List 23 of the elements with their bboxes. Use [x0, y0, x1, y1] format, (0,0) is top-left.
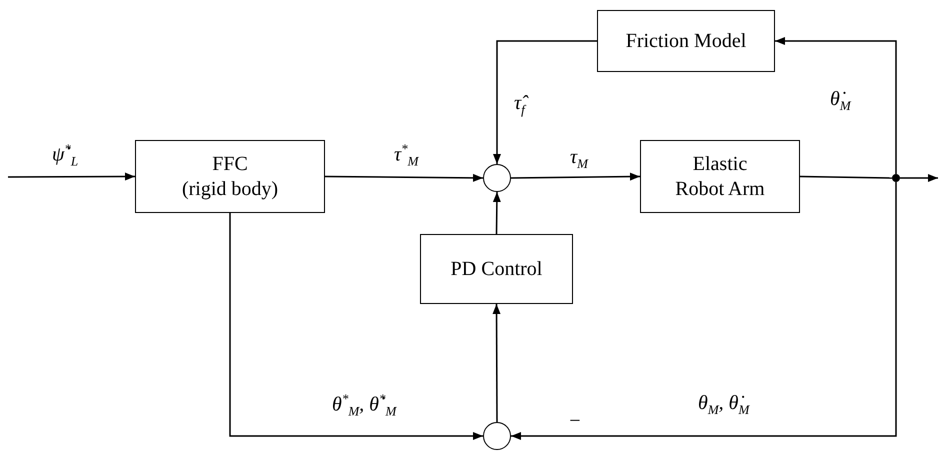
- signal-arrow: [493, 40, 597, 164]
- signal-arrow: [775, 37, 897, 174]
- signal-arrow: [492, 304, 501, 422]
- process-block: [597, 10, 775, 72]
- signal-arrow: [511, 182, 897, 440]
- process-block: [640, 140, 800, 213]
- signal-label: τ̂$_{f}$: [512, 92, 527, 118]
- signal-arrow: [8, 172, 135, 181]
- signal-arrow: [325, 174, 483, 182]
- process-block: [135, 140, 325, 213]
- block-label: FFC: [212, 152, 248, 176]
- signal-arrow: [900, 174, 938, 182]
- signal-arrow: [229, 213, 483, 440]
- process-block: [420, 234, 573, 304]
- sum-junction: [483, 164, 511, 192]
- block-label: Elastic Robot Arm: [674, 152, 766, 202]
- block-label: (rigid body): [182, 176, 278, 202]
- signal-arrow: [511, 172, 640, 181]
- branch-point: [892, 174, 900, 182]
- block-label: Friction Model: [626, 28, 746, 54]
- sum-junction: [483, 422, 511, 450]
- signal-arrow: [492, 192, 501, 234]
- block-label: PD Control: [450, 256, 542, 282]
